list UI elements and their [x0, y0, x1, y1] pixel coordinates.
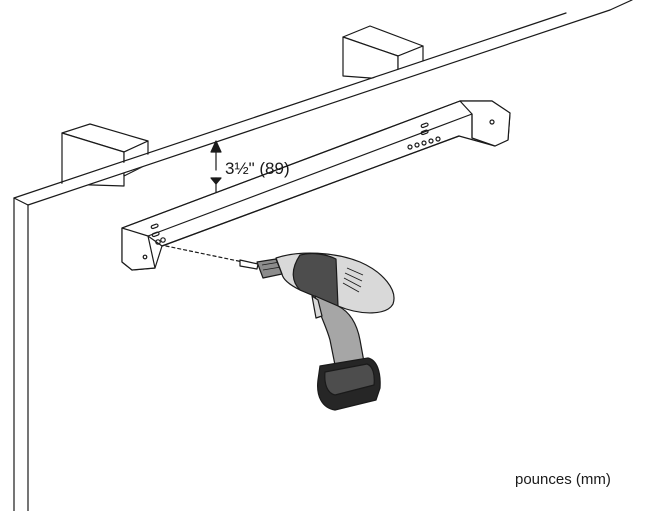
dimension-arrows-icon — [211, 141, 221, 192]
mounting-bracket — [122, 101, 510, 270]
drill-guide-line — [166, 246, 243, 262]
power-drill-icon — [240, 253, 394, 410]
units-note: pounces (mm) — [515, 471, 611, 488]
dimension-label: 3½" (89) — [225, 159, 290, 178]
